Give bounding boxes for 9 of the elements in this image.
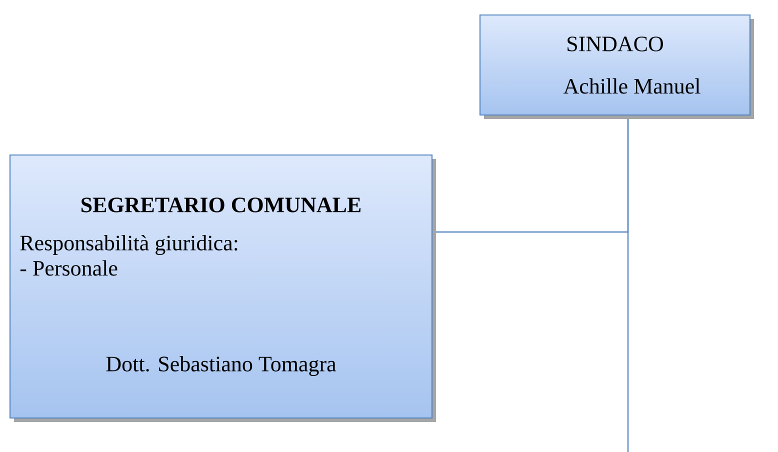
box-text: SEGRETARIO COMUNALE bbox=[82, 198, 361, 212]
box-text: Responsabilità giuridica: bbox=[20, 234, 238, 256]
connector-line bbox=[627, 118, 629, 452]
box-text: - Personale bbox=[20, 260, 118, 276]
box-text: SINDACO bbox=[568, 36, 663, 52]
box-text: Achille Manuel bbox=[563, 78, 700, 94]
org-box bbox=[9, 154, 436, 422]
box-text: Dott. Sebastiano Tomagra bbox=[106, 356, 336, 376]
org-box bbox=[479, 14, 754, 119]
